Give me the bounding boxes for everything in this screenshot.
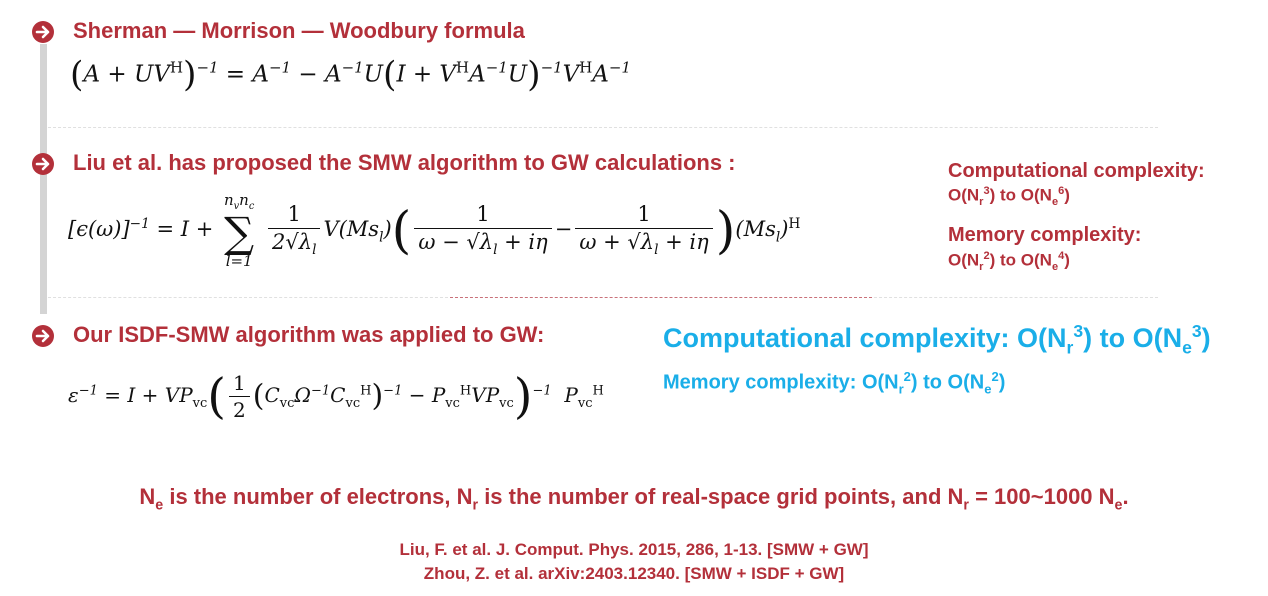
separator-2c: [874, 297, 1158, 298]
sec2-mem-value: O(Nr2) to O(Ne4): [948, 250, 1070, 274]
reference-1: Liu, F. et al. J. Comput. Phys. 2015, 28…: [399, 540, 869, 559]
reference-2: Zhou, Z. et al. arXiv:2403.12340. [SMW +…: [423, 564, 845, 583]
sec3-computational-complexity: Computational complexity: O(Nr3) to O(Ne…: [663, 321, 1211, 358]
sec2-comp-label: Computational complexity:: [948, 160, 1205, 182]
arrow-right-circle-icon: [32, 21, 54, 43]
sec3-heading: Our ISDF-SMW algorithm was applied to GW…: [73, 322, 545, 347]
sec2-comp-value: O(Nr3) to O(Ne6): [948, 185, 1070, 209]
sec2-heading: Liu et al. has proposed the SMW algorith…: [73, 150, 736, 175]
smw-formula: (A + UVH)−1 = A−1 − A−1U(I + VHA−1U)−1VH…: [70, 55, 631, 95]
definition-note: Ne is the number of electrons, Nr is the…: [139, 484, 1129, 514]
references: Liu, F. et al. J. Comput. Phys. 2015, 28…: [0, 538, 1268, 586]
sec3-memory-complexity: Memory complexity: O(Nr2) to O(Ne2): [663, 369, 1006, 397]
separator-2b: [450, 297, 872, 298]
separator-2a: [48, 297, 448, 298]
arrow-right-circle-icon: [32, 153, 54, 175]
arrow-right-circle-icon: [32, 325, 54, 347]
sec2-mem-label: Memory complexity:: [948, 224, 1142, 246]
sec1-heading: Sherman — Morrison — Woodbury formula: [73, 18, 525, 43]
left-timeline-bar: [40, 44, 47, 314]
separator-1: [48, 127, 1158, 128]
